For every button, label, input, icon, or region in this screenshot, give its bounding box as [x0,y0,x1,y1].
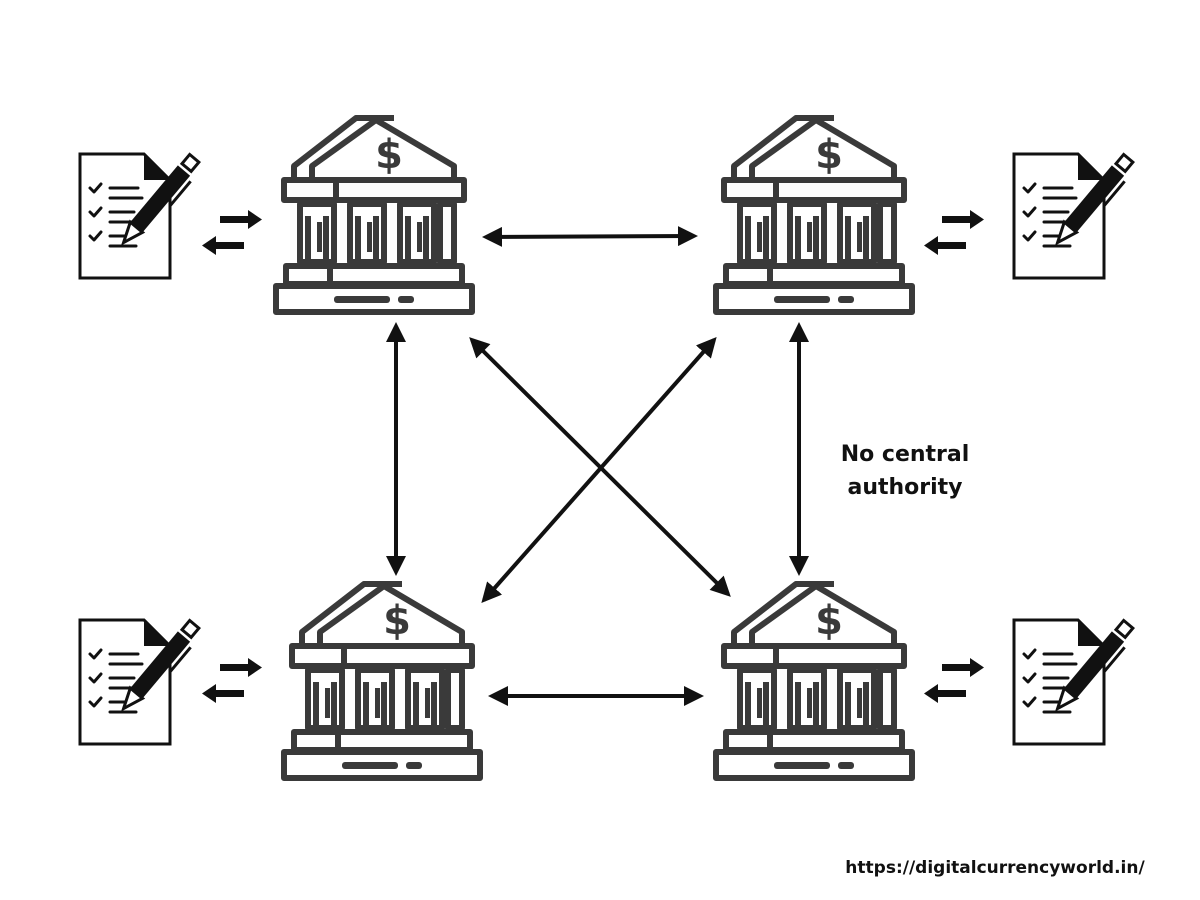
bank-building-dollar-icon [284,584,480,778]
edge-top-left-top-right [482,226,698,247]
note-line-2: authority [847,475,963,500]
exchange-arrows-icon [202,210,262,255]
source-url: https://digitalcurrencyworld.in/ [845,858,1145,878]
exchange-arrows-icon [924,658,984,703]
exchange-arrows-icon [202,658,262,703]
bank-building-dollar-icon [716,584,912,778]
bank-building-dollar-icon [276,118,472,312]
edge-top-right-bottom-left [481,337,717,603]
note-line-1: No central [840,442,970,467]
exchange-arrows-icon [924,210,984,255]
no-central-authority-label: No central authority [815,438,995,504]
document-checklist-pen-icon [1012,617,1139,746]
document-checklist-pen-icon [1012,151,1139,280]
bank-building-dollar-icon [716,118,912,312]
document-checklist-pen-icon [78,151,205,280]
document-checklist-pen-icon [78,617,205,746]
